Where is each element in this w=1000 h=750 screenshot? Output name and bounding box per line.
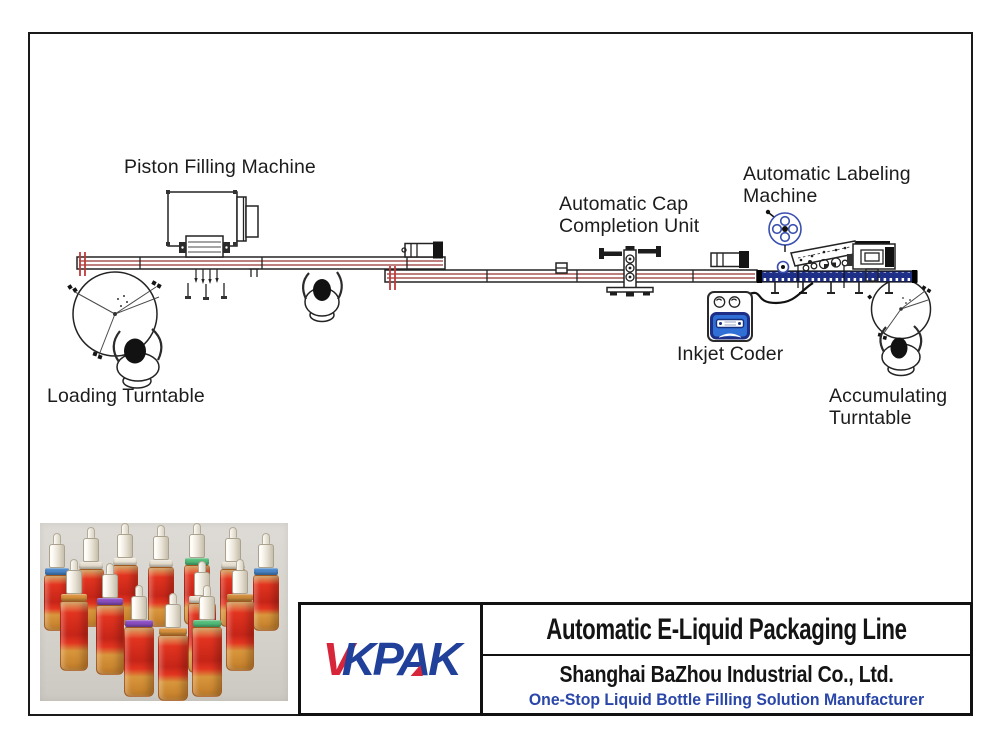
accumulating-turntable-drawing bbox=[867, 278, 932, 340]
conveyor-upper bbox=[76, 252, 446, 277]
bottles-photo bbox=[40, 523, 288, 701]
bottle bbox=[253, 533, 279, 631]
bottle bbox=[60, 559, 88, 671]
label-inkjet-coder: Inkjet Coder bbox=[677, 343, 784, 365]
cap-completion-unit-drawing bbox=[599, 246, 661, 297]
worker-accumulating bbox=[879, 325, 923, 377]
logo-letters-kpak: KPAK bbox=[341, 633, 461, 685]
bottle bbox=[124, 585, 154, 697]
conveyor-motor-2 bbox=[710, 251, 749, 268]
title-block: VKPAK Automatic E-Liquid Packaging Line … bbox=[298, 602, 973, 716]
product-line-title: Automatic E-Liquid Packaging Line bbox=[546, 612, 907, 646]
company-name: Shanghai BaZhou Industrial Co., Ltd. bbox=[559, 661, 894, 687]
company-tagline: One-Stop Liquid Bottle Filling Solution … bbox=[528, 690, 925, 709]
label-cap-completion-unit: Automatic Cap Completion Unit bbox=[559, 193, 700, 237]
bottle bbox=[96, 563, 124, 675]
bottle bbox=[226, 559, 254, 671]
conveyor-blue-chain bbox=[756, 266, 918, 294]
label-loading-turntable: Loading Turntable bbox=[47, 385, 205, 407]
worker-mid bbox=[302, 271, 343, 323]
logo-letter-v: V bbox=[322, 633, 353, 685]
bottle bbox=[158, 593, 188, 701]
loading-turntable-drawing bbox=[67, 271, 162, 360]
vkpak-logo: VKPAK bbox=[322, 633, 461, 685]
labeling-machine-drawing bbox=[765, 209, 896, 282]
product-line-row: Automatic E-Liquid Packaging Line bbox=[483, 605, 970, 656]
piston-filling-machine-drawing bbox=[166, 190, 259, 300]
inkjet-coder-drawing bbox=[707, 282, 814, 342]
bottle bbox=[192, 585, 222, 697]
label-accumulating-turntable: Accumulating Turntable bbox=[829, 385, 948, 429]
conveyor-motor-1 bbox=[401, 241, 443, 259]
label-automatic-labeling-machine: Automatic Labeling Machine bbox=[743, 163, 911, 207]
company-row: Shanghai BaZhou Industrial Co., Ltd. One… bbox=[483, 656, 970, 713]
label-piston-filling-machine: Piston Filling Machine bbox=[124, 156, 316, 178]
title-text-cell: Automatic E-Liquid Packaging Line Shangh… bbox=[483, 605, 970, 713]
logo-cell: VKPAK bbox=[301, 605, 484, 713]
worker-loading bbox=[112, 328, 163, 389]
